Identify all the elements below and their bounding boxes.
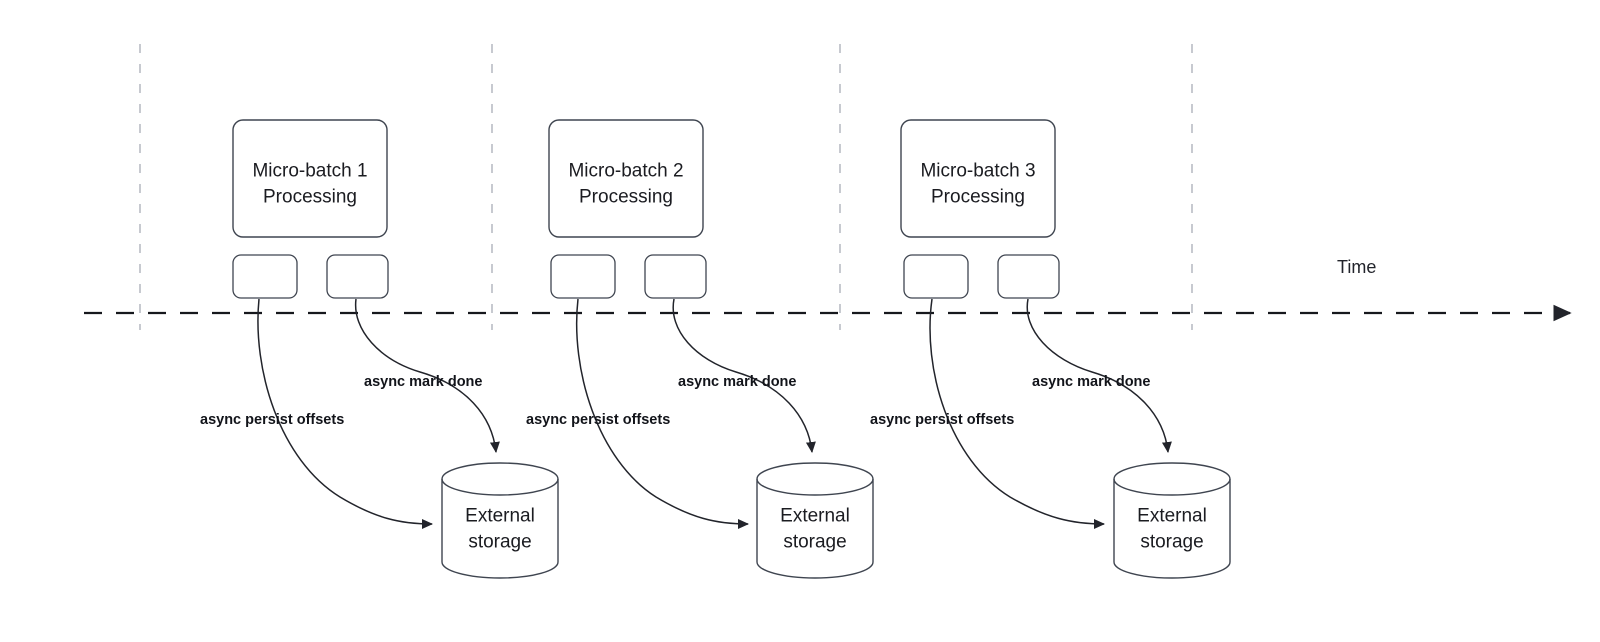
edge-persist-offsets-2 [575,298,749,529]
task-box-1b[interactable] [326,254,389,299]
edges-layer [257,298,1172,529]
task-box-2b[interactable] [644,254,707,299]
edge-mark-done-1 [354,298,500,453]
time-axis-label: Time [1337,257,1376,277]
micro-batch-box-3-subtitle: Processing [931,187,1025,208]
external-storage-cylinder-3[interactable] [1113,462,1231,579]
micro-batch-box-2-subtitle: Processing [579,187,673,208]
micro-batch-box-2[interactable] [548,119,704,238]
external-storage-cylinder-1-top-ellipse [441,478,559,496]
external-storage-label-1-line1: External [465,506,535,527]
external-storage-label-3-line2: storage [1140,532,1203,553]
edge-persist-offsets-1-label: async persist offsets [200,412,344,428]
edge-persist-offsets-1 [257,298,433,529]
edge-mark-done-3 [1026,298,1172,453]
external-storage-label-2-line1: External [780,506,850,527]
edge-mark-done-1-label: async mark done [364,374,482,390]
micro-batch-box-2-title: Micro-batch 2 [568,161,683,182]
edge-persist-offsets-3 [929,298,1105,529]
edge-mark-done-3-label: async mark done [1032,374,1150,390]
guide-lines-layer [139,44,1193,330]
micro-batch-box-1-subtitle: Processing [263,187,357,208]
edge-persist-offsets-2-label: async persist offsets [526,412,670,428]
edge-mark-done-2-label: async mark done [678,374,796,390]
task-box-2a[interactable] [550,254,616,299]
micro-batch-box-3[interactable] [900,119,1056,238]
external-storage-label-3-line1: External [1137,506,1207,527]
micro-batch-box-1[interactable] [232,119,388,238]
external-storage-cylinder-1[interactable] [441,462,559,579]
edge-mark-done-2 [672,298,816,453]
micro-batch-box-1-title: Micro-batch 1 [252,161,367,182]
external-storage-cylinder-2-top-ellipse [756,478,874,496]
external-storage-label-2-line2: storage [783,532,846,553]
task-box-3a[interactable] [903,254,969,299]
micro-batch-box-3-title: Micro-batch 3 [920,161,1035,182]
external-storage-cylinder-2[interactable] [756,462,874,579]
task-box-3b[interactable] [997,254,1060,299]
task-box-1a[interactable] [232,254,298,299]
labels-layer: async persist offsets async mark done asyn… [200,374,1150,428]
external-storage-label-1-line2: storage [468,532,531,553]
external-storage-cylinder-3-top-ellipse [1113,478,1231,496]
edge-persist-offsets-3-label: async persist offsets [870,412,1014,428]
